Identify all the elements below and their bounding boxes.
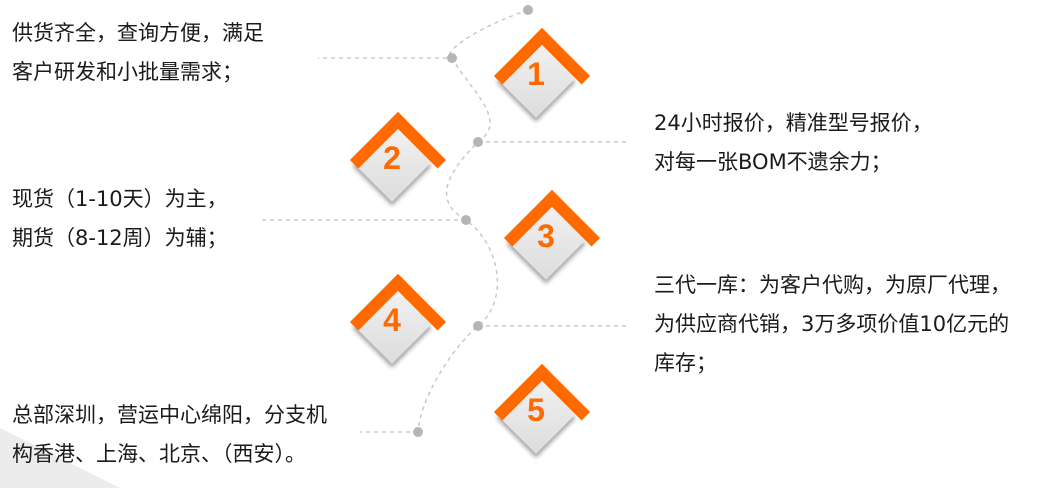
badge-2: 2: [346, 111, 447, 209]
badge-4: 4: [346, 273, 447, 371]
node-dot: [473, 137, 483, 147]
text-block-1: 供货齐全，查询方便，满足 客户研发和小批量需求；: [12, 14, 264, 92]
text-line: 客户研发和小批量需求；: [12, 60, 243, 84]
badge-5: 5: [490, 363, 591, 461]
text-block-4: 三代一库：为客户代购，为原厂代理， 为供应商代销，3万多项价值10亿元的 库存；: [654, 266, 1011, 383]
text-block-2: 现货（1-10天）为主， 期货（8-12周）为辅；: [12, 180, 228, 258]
corner-shade: [0, 428, 120, 488]
badge-number: 3: [537, 218, 555, 254]
node-dot: [523, 5, 533, 15]
text-block-5: 总部深圳，营运中心绵阳，分支机 构香港、上海、北京、（西安）。: [12, 396, 327, 474]
text-line: 现货（1-10天）为主，: [12, 187, 228, 211]
text-line: 库存；: [654, 351, 717, 375]
text-line: 为供应商代销，3万多项价值10亿元的: [654, 312, 1010, 336]
text-line: 总部深圳，营运中心绵阳，分支机: [12, 403, 327, 427]
node-dot: [473, 321, 483, 331]
node-dot: [461, 215, 471, 225]
badge-3: 3: [500, 189, 601, 287]
node-dot: [413, 427, 423, 437]
badge-number: 5: [527, 392, 545, 428]
text-block-3: 24小时报价，精准型号报价， 对每一张BOM不遗余力；: [654, 104, 933, 182]
badge-1: 1: [490, 27, 591, 125]
text-line: 24小时报价，精准型号报价，: [654, 111, 933, 135]
text-line: 期货（8-12周）为辅；: [12, 226, 228, 250]
badge-number: 2: [383, 140, 401, 176]
text-line: 三代一库：为客户代购，为原厂代理，: [654, 273, 1011, 297]
node-dot: [447, 53, 457, 63]
text-line: 对每一张BOM不遗余力；: [654, 150, 892, 174]
curve-path: [417, 9, 529, 433]
text-line: 构香港、上海、北京、（西安）。: [12, 442, 306, 466]
badge-number: 1: [527, 56, 545, 92]
text-line: 供货齐全，查询方便，满足: [12, 21, 264, 45]
badge-number: 4: [383, 302, 401, 338]
